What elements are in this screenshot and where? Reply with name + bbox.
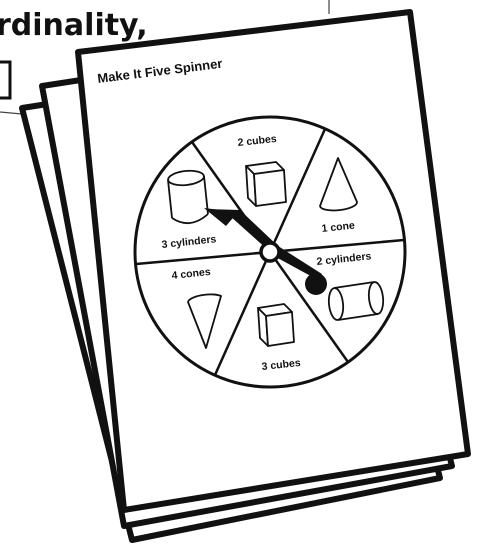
cylinder-icon bbox=[327, 281, 384, 320]
cylinder-icon bbox=[167, 169, 208, 223]
heading-fragment: rdinality, bbox=[0, 8, 148, 43]
cube-icon bbox=[258, 304, 294, 346]
cube-icon bbox=[246, 162, 286, 206]
